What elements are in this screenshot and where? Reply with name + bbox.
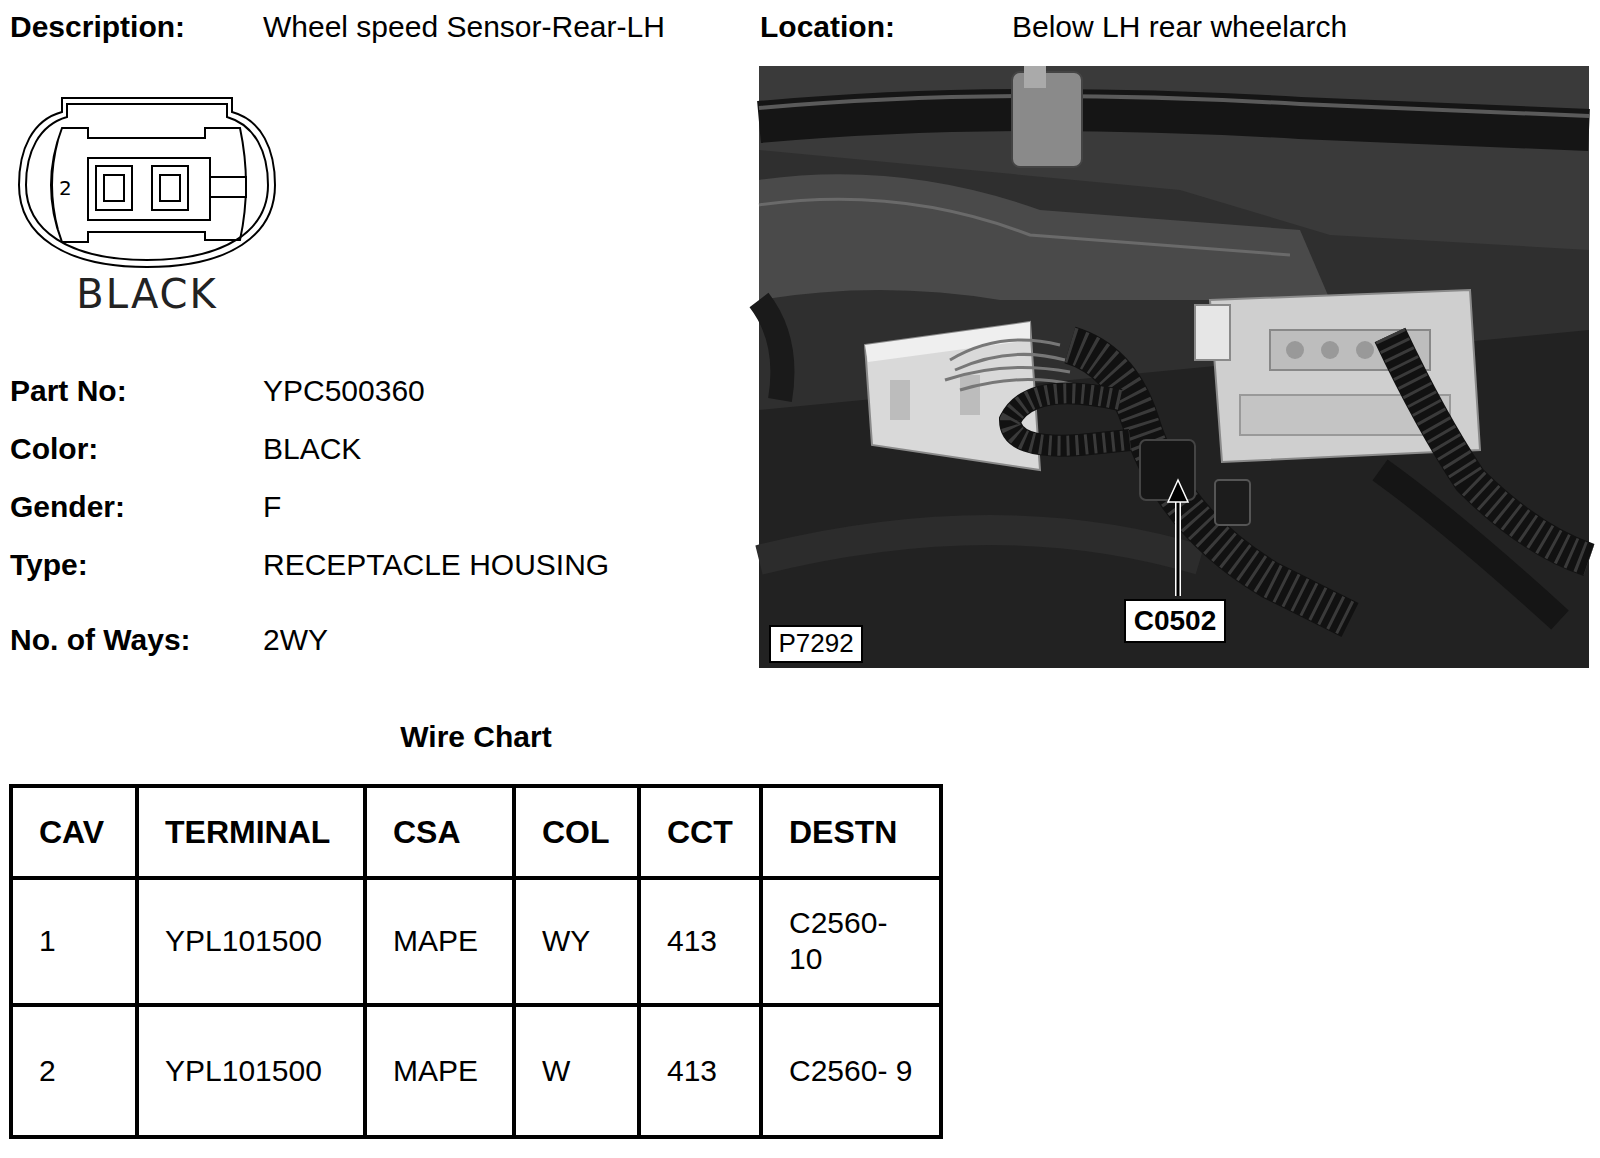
- table-cell: C2560- 10: [789, 905, 914, 977]
- connector-housing: 2BLACK: [18, 97, 276, 329]
- table-cell: TERMINAL: [165, 813, 330, 851]
- table-cell: CAV: [39, 813, 104, 851]
- spec-label: Part No:: [10, 373, 127, 409]
- spec-label: Wheel speed Sensor-Rear-LH: [263, 9, 665, 45]
- spec-label: Description:: [10, 9, 185, 45]
- spec-label: Color:: [10, 431, 98, 467]
- table-cell: MAPE: [393, 1053, 478, 1089]
- table-cell: YPL101500: [165, 1053, 322, 1089]
- spec-label: RECEPTACLE HOUSING: [263, 547, 609, 583]
- callout-box: P7292: [769, 625, 862, 663]
- table-cell: YPL101500: [165, 923, 322, 959]
- spec-label: BLACK: [263, 431, 361, 467]
- callout-box: C0502: [1124, 599, 1227, 643]
- spec-label: Below LH rear wheelarch: [1012, 9, 1347, 45]
- pin-number: 2: [59, 178, 72, 198]
- spec-label: F: [263, 489, 281, 525]
- table-cell: DESTN: [789, 813, 897, 851]
- table-cell: C2560- 9: [789, 1053, 914, 1089]
- table-grid: [11, 786, 941, 1137]
- spec-label: Type:: [10, 547, 88, 583]
- table-cell: COL: [542, 813, 610, 851]
- callout-arrow: [1168, 480, 1188, 596]
- location-photo: [759, 66, 1589, 668]
- table-cell: WY: [542, 923, 590, 959]
- table-cell: 2: [39, 1053, 56, 1089]
- spec-label: Wire Chart: [400, 719, 551, 755]
- table-cell: 413: [667, 1053, 717, 1089]
- housing-colour: BLACK: [18, 271, 276, 317]
- table-cell: MAPE: [393, 923, 478, 959]
- table-cell: W: [542, 1053, 570, 1089]
- spec-label: Gender:: [10, 489, 125, 525]
- callout-label: P7292: [778, 629, 853, 659]
- table-cell: CSA: [393, 813, 461, 851]
- table-cell: CCT: [667, 813, 733, 851]
- callout-label: C0502: [1134, 605, 1217, 637]
- spec-label: Location:: [760, 9, 895, 45]
- spec-label: No. of Ways:: [10, 622, 191, 658]
- spec-label: YPC500360: [263, 373, 425, 409]
- spec-label: 2WY: [263, 622, 328, 658]
- table-cell: 1: [39, 923, 56, 959]
- table-cell: 413: [667, 923, 717, 959]
